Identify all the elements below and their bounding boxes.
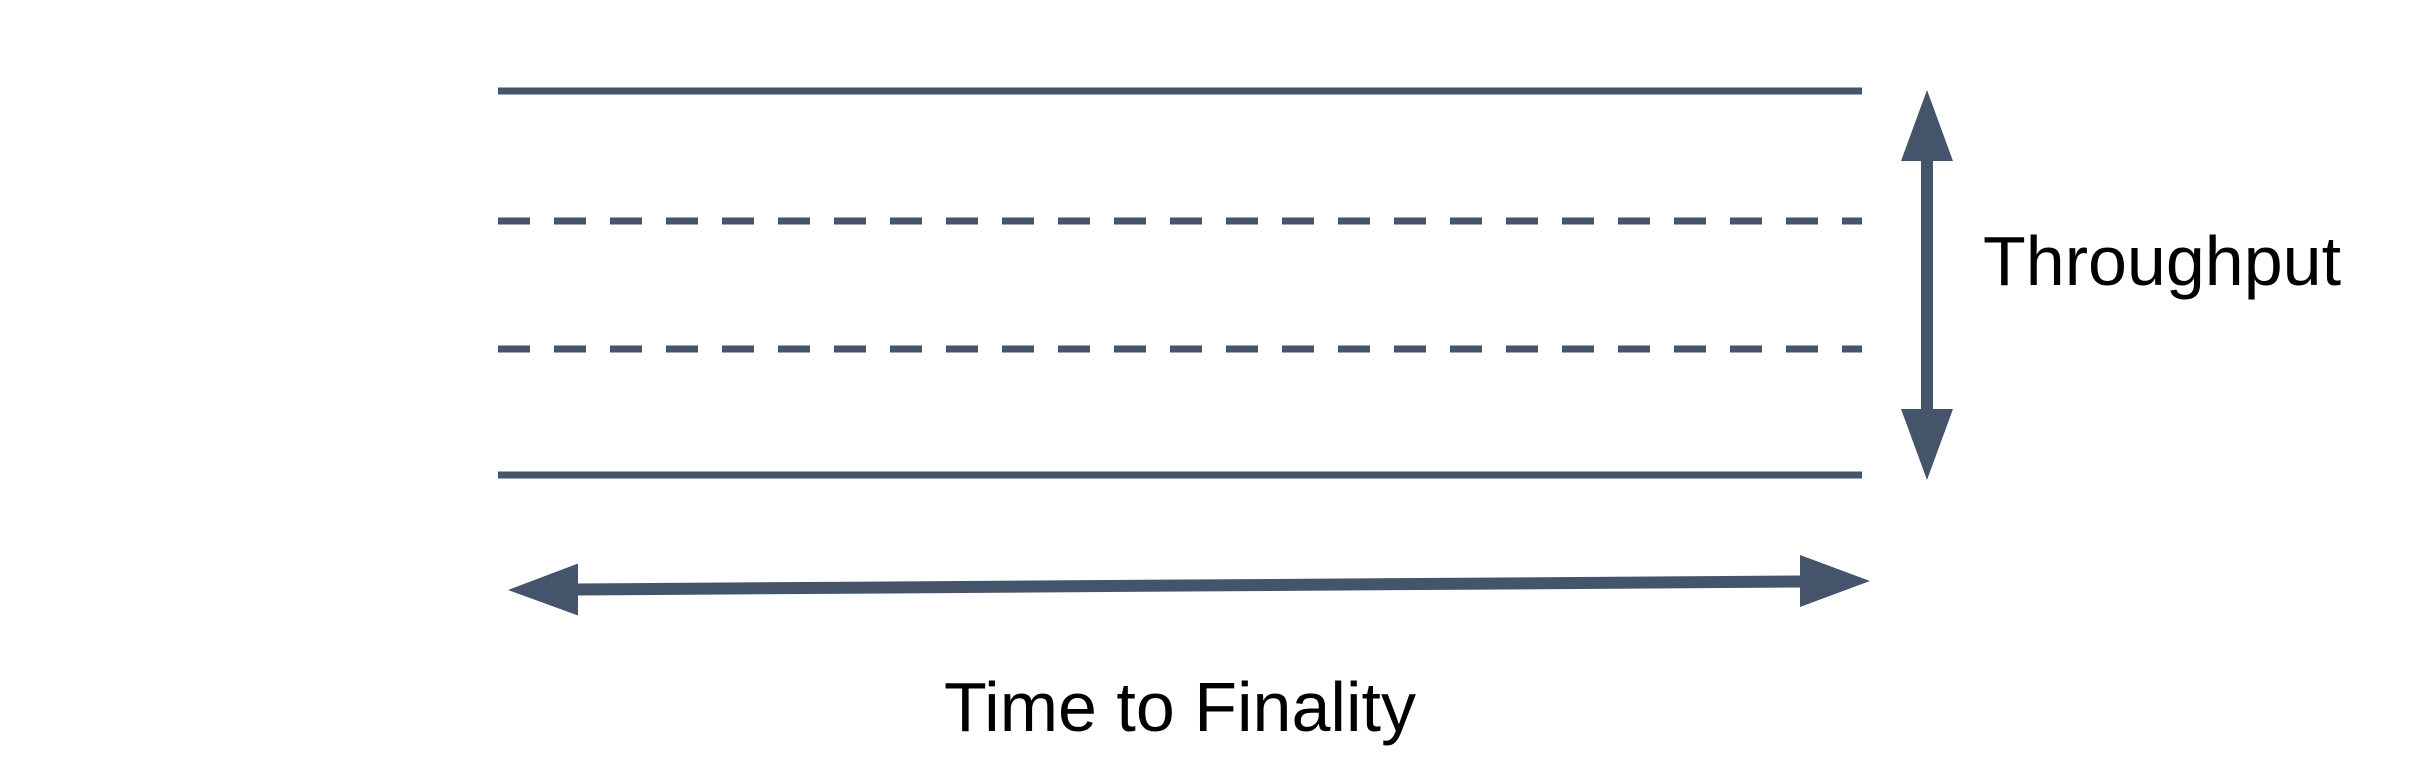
- time-to-finality-double-arrow: [508, 555, 1870, 616]
- throughput-label: Throughput: [1983, 222, 2342, 300]
- throughput-arrow-head-down-icon: [1901, 409, 1953, 480]
- time-arrow-head-right-icon: [1800, 555, 1870, 607]
- time-arrow-head-left-icon: [508, 563, 578, 616]
- throughput-arrow-head-up-icon: [1901, 90, 1953, 161]
- time-to-finality-label: Time to Finality: [944, 668, 1416, 746]
- throughput-double-arrow: [1901, 90, 1953, 480]
- time-arrow-shaft: [573, 575, 1805, 596]
